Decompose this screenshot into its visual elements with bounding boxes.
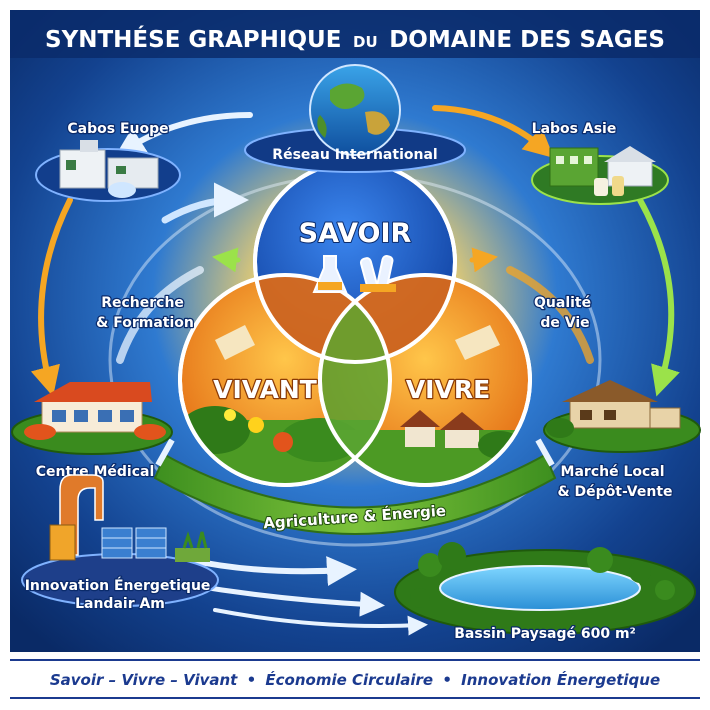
vivant-label: VIVANT: [213, 375, 317, 404]
arc-inner-right: [506, 266, 594, 364]
arrow-europe-to-medical: [30, 197, 73, 397]
research-label: Recherche & Formation: [96, 295, 194, 331]
leaf-icon-left: [215, 325, 255, 360]
arrow-energy-to-center: [187, 556, 357, 587]
pond-icon: [439, 565, 641, 611]
market-label: Marché Local & Dépôt-Vente: [557, 464, 672, 500]
network-label: Réseau International: [272, 147, 437, 163]
venn-diagram: SAVOIR VIVANT VIVRE: [178, 160, 532, 487]
globe-icon: [309, 64, 401, 156]
asia-flask-icon: [594, 178, 608, 196]
lab-building-icon: [59, 149, 106, 189]
asia-label: Labos Asie: [532, 121, 617, 137]
arc-inner-left: [116, 266, 204, 364]
arrow-network-to-europe: [114, 112, 253, 157]
market-node: Marché Local & Dépôt-Vente: [543, 380, 701, 501]
outer-flow-arrows: [30, 105, 680, 636]
asia-lab-building-icon: [549, 147, 599, 187]
arrow-energy-to-basin-lower: [213, 608, 428, 636]
plant-sprout-icon: [182, 531, 208, 549]
quality-label: Qualité de Vie: [534, 295, 596, 331]
arrow-orange-right: [469, 247, 498, 273]
arrow-network-to-asia: [432, 105, 554, 158]
leaf-icon-right: [455, 325, 500, 360]
footer-band: [10, 654, 700, 700]
energy-node: Innovation Énergetique Landair Am: [21, 474, 219, 613]
agriculture-band: [153, 453, 557, 535]
asia-node: Labos Asie: [530, 120, 669, 205]
vivre-label: VIVRE: [406, 375, 490, 404]
europe-label: Cabos Euope: [67, 121, 168, 137]
lab-equipment-icon: [108, 182, 136, 198]
test-tubes-icon: [359, 255, 396, 292]
arrow-green-left: [212, 247, 241, 273]
arrow-asia-to-market: [637, 197, 680, 397]
footer-tagline: Savoir – Vivre – Vivant • Économie Circu…: [50, 670, 660, 689]
flask-icon: [312, 255, 348, 293]
page-title: SYNTHÉSE GRAPHIQUE DU DOMAINE DES SAGES: [45, 25, 665, 53]
network-node: Réseau International: [244, 64, 466, 173]
basin-node: Bassin Paysagé 600 m²: [394, 542, 696, 643]
basin-label: Bassin Paysagé 600 m²: [454, 626, 635, 642]
savoir-label: SAVOIR: [299, 218, 412, 249]
solar-panel-icon: [101, 527, 133, 559]
title-band: [10, 10, 700, 58]
europe-node: Cabos Euope: [35, 120, 181, 202]
arrow-inner-top-left: [161, 182, 249, 224]
band-arrow-heads: [155, 438, 555, 467]
energy-label: Innovation Énergetique Landair Am: [25, 577, 216, 612]
overlap-vivant-vivre: [320, 275, 390, 485]
